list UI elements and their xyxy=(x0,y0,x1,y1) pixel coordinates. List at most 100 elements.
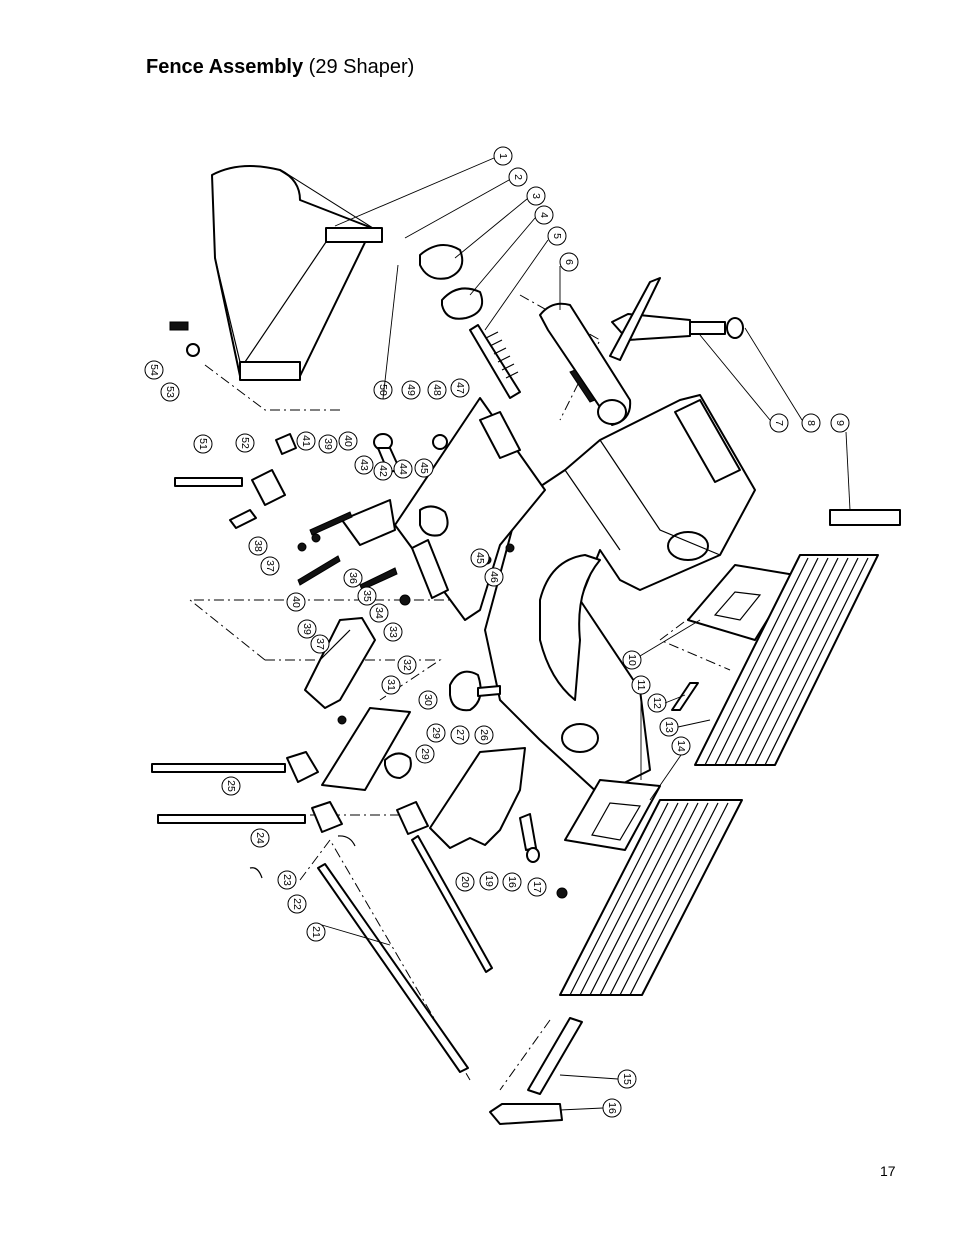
callout-32: 32 xyxy=(397,655,417,675)
svg-text:42: 42 xyxy=(377,465,389,477)
svg-text:9: 9 xyxy=(834,420,846,426)
callout-33: 33 xyxy=(383,622,403,642)
svg-text:6: 6 xyxy=(563,259,575,265)
callout-26: 26 xyxy=(474,725,494,745)
callout-44: 44 xyxy=(393,459,413,479)
callout-14: 14 xyxy=(671,736,691,756)
t-handle xyxy=(609,277,744,361)
svg-text:3: 3 xyxy=(530,193,542,199)
callout-21: 21 xyxy=(306,922,326,942)
fence-extrusion-13 xyxy=(694,509,901,766)
svg-text:20: 20 xyxy=(459,876,471,888)
svg-text:23: 23 xyxy=(281,874,293,886)
svg-text:4: 4 xyxy=(538,212,550,218)
svg-text:24: 24 xyxy=(254,832,266,844)
svg-text:35: 35 xyxy=(361,590,373,602)
svg-text:2: 2 xyxy=(512,174,524,180)
svg-text:39: 39 xyxy=(322,438,334,450)
callout-47: 47 xyxy=(450,378,470,398)
svg-text:40: 40 xyxy=(342,435,354,447)
callout-4: 4 xyxy=(534,205,554,225)
svg-text:44: 44 xyxy=(397,463,409,475)
svg-text:41: 41 xyxy=(300,435,312,447)
svg-text:32: 32 xyxy=(401,659,413,671)
slide-plate xyxy=(394,397,546,621)
page-number: 17 xyxy=(880,1163,896,1179)
svg-text:31: 31 xyxy=(385,679,397,691)
callout-19: 19 xyxy=(479,871,499,891)
end-cap-16 xyxy=(489,1103,563,1125)
page-title: Fence Assembly (29 Shaper) xyxy=(146,54,414,80)
svg-text:39: 39 xyxy=(301,623,313,635)
callout-25: 25 xyxy=(221,776,241,796)
callout-36: 36 xyxy=(343,568,363,588)
callout-5: 5 xyxy=(547,226,567,246)
bolt-12 xyxy=(671,682,699,711)
rods xyxy=(151,763,493,1073)
callout-11: 11 xyxy=(631,675,651,695)
callout-45b: 45 xyxy=(470,548,490,568)
leader-lines xyxy=(321,157,851,1111)
callout-54: 54 xyxy=(144,360,164,380)
svg-text:30: 30 xyxy=(422,694,434,706)
curved-guard xyxy=(429,747,526,849)
callouts: 1 2 3 4 5 6 7 8 9 10 11 12 13 14 15 16 1… xyxy=(144,146,850,1118)
spring-shaft xyxy=(469,324,521,399)
callout-31: 31 xyxy=(381,675,401,695)
svg-text:16: 16 xyxy=(606,1102,618,1114)
callout-52: 52 xyxy=(235,433,255,453)
fence-arm xyxy=(304,617,376,709)
svg-text:5: 5 xyxy=(551,233,563,239)
svg-text:52: 52 xyxy=(239,437,251,449)
callout-39b: 39 xyxy=(318,434,338,454)
callout-53: 53 xyxy=(160,382,180,402)
title-bold: Fence Assembly xyxy=(146,56,304,78)
svg-text:15: 15 xyxy=(621,1073,633,1085)
callout-49: 49 xyxy=(401,380,421,400)
callout-34: 34 xyxy=(369,603,389,623)
callout-29b: 29 xyxy=(415,744,435,764)
svg-text:16: 16 xyxy=(506,876,518,888)
callout-16b: 16 xyxy=(502,872,522,892)
callout-46: 46 xyxy=(484,567,504,587)
svg-text:33: 33 xyxy=(387,626,399,638)
svg-text:38: 38 xyxy=(252,540,264,552)
clamp-block xyxy=(341,433,401,546)
svg-text:29: 29 xyxy=(430,727,442,739)
callout-6: 6 xyxy=(559,252,579,272)
callout-12: 12 xyxy=(647,693,667,713)
callout-38: 38 xyxy=(248,536,268,556)
link-block-upper xyxy=(229,433,297,529)
callout-27: 27 xyxy=(450,725,470,745)
svg-text:45: 45 xyxy=(418,462,430,474)
callout-20: 20 xyxy=(455,872,475,892)
callout-13: 13 xyxy=(659,717,679,737)
svg-text:45: 45 xyxy=(474,552,486,564)
callout-1: 1 xyxy=(493,146,513,166)
svg-text:27: 27 xyxy=(454,729,466,741)
svg-text:40: 40 xyxy=(290,596,302,608)
callout-3: 3 xyxy=(526,186,546,206)
svg-text:25: 25 xyxy=(225,780,237,792)
callout-48: 48 xyxy=(427,380,447,400)
svg-text:8: 8 xyxy=(805,420,817,426)
callout-39: 39 xyxy=(297,619,317,639)
svg-text:14: 14 xyxy=(675,740,687,752)
svg-text:48: 48 xyxy=(431,384,443,396)
callout-29: 29 xyxy=(426,723,446,743)
callout-2: 2 xyxy=(508,167,528,187)
callout-8: 8 xyxy=(801,413,821,433)
callout-35: 35 xyxy=(357,586,377,606)
callout-10: 10 xyxy=(622,650,642,670)
svg-text:26: 26 xyxy=(478,729,490,741)
callout-37b: 37 xyxy=(260,556,280,576)
svg-text:49: 49 xyxy=(405,384,417,396)
callout-30: 30 xyxy=(418,690,438,710)
callout-15: 15 xyxy=(617,1069,637,1089)
svg-text:53: 53 xyxy=(164,386,176,398)
svg-text:17: 17 xyxy=(531,881,543,893)
svg-text:1: 1 xyxy=(497,153,509,159)
hood-knob-assembly xyxy=(419,244,484,320)
svg-text:10: 10 xyxy=(626,654,638,666)
